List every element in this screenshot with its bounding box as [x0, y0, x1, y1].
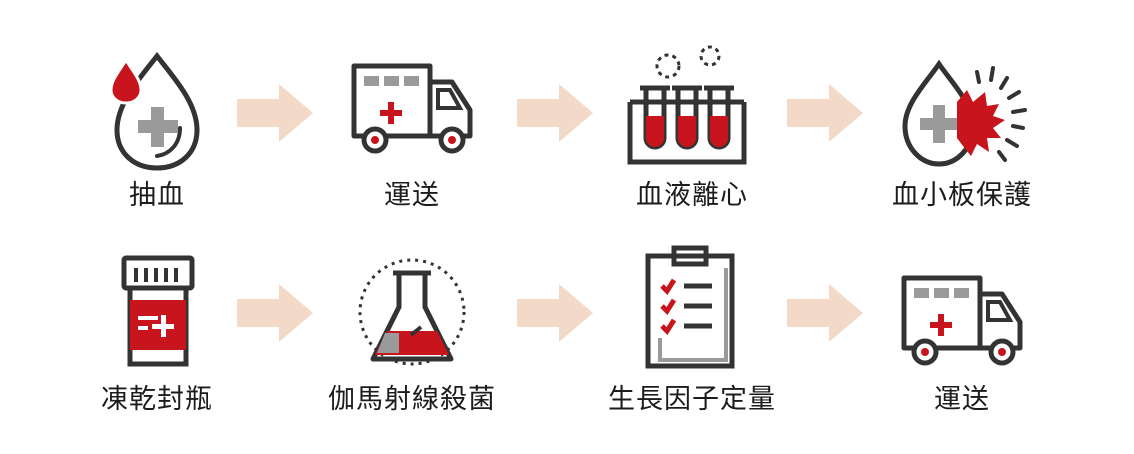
ambulance-icon [901, 275, 1023, 366]
flask-icon [358, 258, 466, 366]
right-arrow-icon [517, 84, 593, 142]
step-label-platelet-protection: 血小板保護 [892, 180, 1032, 211]
step-label-gamma-sterilization: 伽馬射線殺菌 [328, 384, 496, 415]
medicine-bottle-icon [121, 255, 195, 367]
ambulance-icon [351, 63, 473, 154]
blood-drop-icon [109, 51, 200, 171]
platelet-protection-icon [902, 59, 1027, 167]
right-arrow-icon [787, 84, 863, 142]
right-arrow-icon [517, 284, 593, 342]
right-arrow-icon [787, 284, 863, 342]
step-label-freeze-dry-seal: 凍乾封瓶 [101, 384, 213, 415]
right-arrow-icon [237, 284, 313, 342]
step-label-centrifuge: 血液離心 [636, 180, 748, 211]
step-label-draw-blood: 抽血 [129, 180, 185, 211]
clipboard-icon [645, 245, 735, 369]
step-label-growth-factor-quant: 生長因子定量 [608, 384, 776, 415]
step-label-transport: 運送 [384, 180, 440, 211]
test-tubes-icon [627, 45, 747, 165]
right-arrow-icon [237, 84, 313, 142]
step-label-transport-final: 運送 [934, 384, 990, 415]
